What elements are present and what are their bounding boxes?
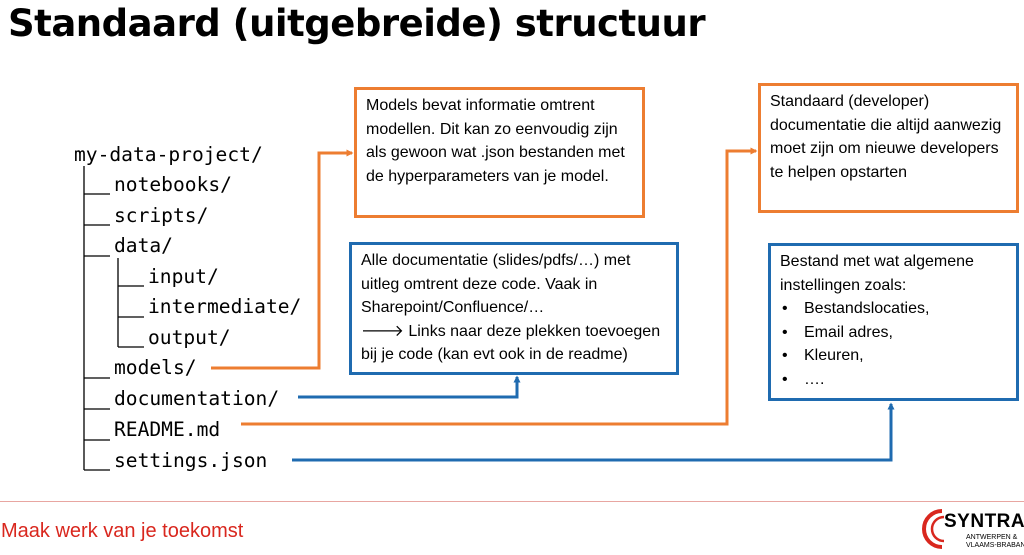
page-title: Standaard (uitgebreide) structuur bbox=[8, 2, 706, 45]
settings-arrow bbox=[292, 402, 895, 462]
footer-slogan: Maak werk van je toekomst bbox=[1, 520, 244, 542]
footer-divider bbox=[0, 501, 1024, 502]
models-callout: Models bevat informatie omtrent modellen… bbox=[354, 87, 645, 218]
tree-item-documentation: documentation/ bbox=[114, 387, 280, 410]
readme-callout-text: Standaard (developer) documentatie die a… bbox=[770, 93, 1002, 181]
tree-item-output: output/ bbox=[148, 326, 231, 349]
tree-root: my-data-project/ bbox=[74, 143, 263, 166]
logo-subtitle: ANTWERPEN & VLAAMS-BRABANT bbox=[966, 534, 1024, 550]
list-item: …. bbox=[780, 368, 1007, 392]
tree-item-readme: README.md bbox=[114, 418, 221, 441]
list-item: Kleuren, bbox=[780, 344, 1007, 368]
syntra-logo: SYNTRA ANTWERPEN & VLAAMS-BRABANT bbox=[922, 507, 1024, 555]
tree-item-models: models/ bbox=[114, 356, 197, 379]
list-item: Bestandslocaties, bbox=[780, 297, 1007, 321]
tree-item-scripts: scripts/ bbox=[114, 204, 209, 227]
logo-subtitle-line-2: VLAAMS-BRABANT bbox=[966, 542, 1024, 549]
logo-subtitle-line-1: ANTWERPEN & bbox=[966, 534, 1018, 541]
syntra-logo-mark-icon bbox=[922, 509, 945, 549]
models-callout-text: Models bevat informatie omtrent modellen… bbox=[366, 97, 625, 185]
documentation-arrow bbox=[298, 375, 521, 399]
documentation-callout-text: Alle documentatie (slides/pdfs/…) met ui… bbox=[361, 252, 631, 316]
logo-name: SYNTRA bbox=[944, 511, 1024, 532]
tree-item-intermediate: intermediate/ bbox=[148, 295, 302, 318]
documentation-callout: Alle documentatie (slides/pdfs/…) met ui… bbox=[349, 242, 679, 375]
tree-item-data: data/ bbox=[114, 234, 173, 257]
models-arrow bbox=[211, 149, 354, 370]
settings-callout-intro: Bestand met wat algemene instellingen zo… bbox=[780, 253, 974, 294]
tree-item-notebooks: notebooks/ bbox=[114, 173, 232, 196]
readme-callout: Standaard (developer) documentatie die a… bbox=[758, 83, 1019, 213]
readme-arrow bbox=[241, 147, 758, 426]
settings-callout-list: Bestandslocaties, Email adres, Kleuren, … bbox=[780, 297, 1007, 391]
list-item: Email adres, bbox=[780, 321, 1007, 345]
tree-item-input: input/ bbox=[148, 265, 219, 288]
documentation-callout-tip: 🡒 Links naar deze plekken toevoegen bij … bbox=[361, 322, 661, 364]
tree-guides bbox=[83, 166, 144, 471]
settings-callout: Bestand met wat algemene instellingen zo… bbox=[768, 243, 1019, 401]
tree-item-settings: settings.json bbox=[114, 449, 268, 472]
